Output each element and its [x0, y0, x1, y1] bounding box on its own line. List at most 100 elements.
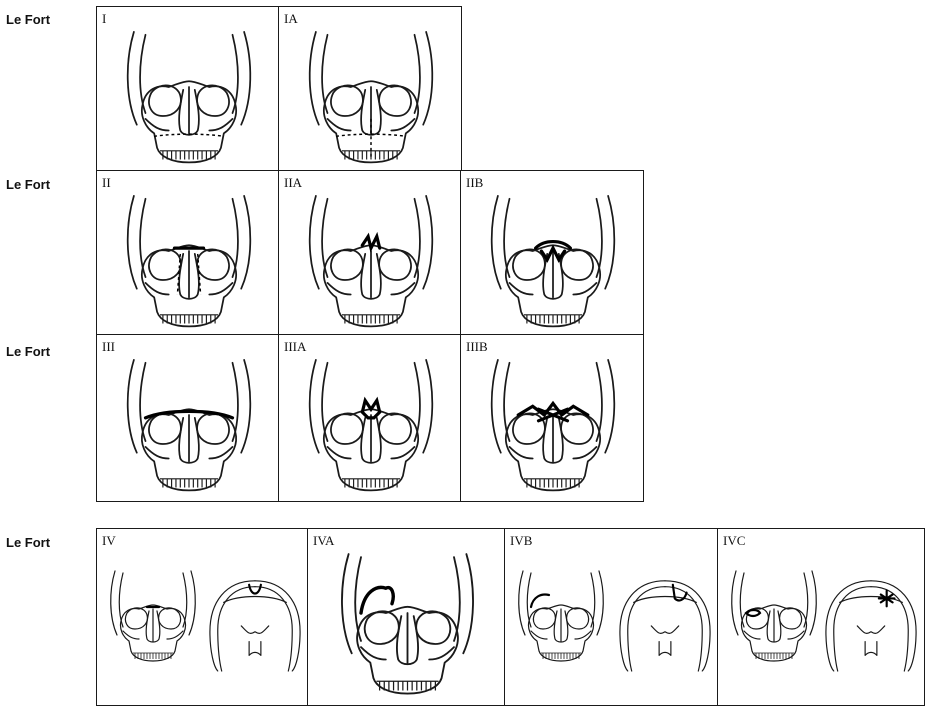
- orbit-left: [365, 611, 399, 644]
- fracture-line: [531, 595, 549, 608]
- axial-frontal-ridge: [634, 597, 697, 603]
- axial-foramen: [659, 642, 671, 656]
- orbit-left: [513, 413, 545, 444]
- panel-le-fort-iii: III: [96, 334, 280, 502]
- skull-group-front: [732, 571, 817, 661]
- mandible-ramus-left: [492, 196, 501, 289]
- panel-le-fort-iiia: IIIA: [278, 334, 462, 502]
- axial-foramen: [865, 642, 877, 656]
- axial-inner-left: [628, 587, 665, 671]
- mandible-ramus-left: [342, 554, 352, 653]
- mandible-ramus-left: [732, 571, 738, 635]
- mandible-ramus-right: [605, 360, 614, 453]
- axial-skull: [620, 581, 710, 671]
- axial-sella: [241, 626, 268, 633]
- panel-le-fort-iib: IIB: [460, 170, 644, 336]
- axial-sella: [651, 626, 678, 633]
- mandible-ramus-left: [111, 571, 117, 635]
- mandible-ramus-right: [241, 360, 250, 453]
- mandible-ramus-right: [241, 32, 250, 125]
- orbit-right: [416, 611, 450, 644]
- axial-foramen: [249, 642, 261, 656]
- orbit-left: [533, 608, 555, 629]
- frontal-skull: [128, 32, 251, 163]
- panel-le-fort-ia: IA: [278, 6, 462, 172]
- panel-le-fort-i: I: [96, 6, 280, 172]
- panel-le-fort-iia: IIA: [278, 170, 462, 336]
- skull-group-axial: [826, 581, 916, 671]
- mandible-ramus-right: [463, 554, 473, 653]
- skull-group: [310, 196, 433, 327]
- axial-skull: [826, 581, 916, 671]
- orbit-right: [379, 85, 411, 116]
- skull-diagram: [505, 529, 719, 706]
- mandible-ramus-right: [189, 571, 195, 635]
- mandible-ramus-right: [597, 571, 603, 635]
- orbit-left: [331, 249, 363, 280]
- mandible-ramus-right: [423, 196, 432, 289]
- frontal-skull: [732, 571, 817, 661]
- skull-group: [128, 360, 251, 491]
- frontal-skull: [519, 571, 604, 661]
- skull-group-axial: [620, 581, 710, 671]
- orbit-left: [513, 249, 545, 280]
- mandible-ramus-right: [423, 360, 432, 453]
- panel-le-fort-iv: IV: [96, 528, 309, 706]
- axial-sella: [857, 626, 884, 633]
- axial-inner-left: [218, 587, 255, 671]
- mandible-ramus-left: [310, 32, 319, 125]
- row-label-le-fort-2: Le Fort: [6, 177, 50, 192]
- orbit-right: [780, 608, 802, 629]
- panel-le-fort-iva: IVA: [307, 528, 506, 706]
- axial-inner-left: [834, 587, 871, 671]
- axial-frontal-ridge: [224, 597, 287, 603]
- skull-diagram: [97, 7, 280, 172]
- skull-group: [342, 554, 473, 694]
- skull-group-front: [519, 571, 604, 661]
- frontal-skull: [310, 196, 433, 327]
- frontal-skull: [128, 196, 251, 327]
- orbit-left: [331, 413, 363, 444]
- orbit-right: [561, 413, 593, 444]
- skull-diagram: [279, 335, 462, 502]
- panel-le-fort-ii: II: [96, 170, 280, 336]
- skull-diagram: [308, 529, 506, 706]
- skull-group: [310, 360, 433, 491]
- orbit-left: [149, 413, 181, 444]
- mandible-ramus-left: [310, 196, 319, 289]
- skull-diagram: [97, 171, 280, 336]
- skull-diagram: [461, 171, 644, 336]
- frontal-skull: [128, 360, 251, 491]
- orbit-left: [149, 249, 181, 280]
- row-label-le-fort-3: Le Fort: [6, 344, 50, 359]
- panel-le-fort-ivb: IVB: [504, 528, 719, 706]
- fracture-line: [249, 585, 261, 594]
- frontal-skull: [342, 554, 473, 694]
- mandible-ramus-left: [519, 571, 525, 635]
- orbit-left: [331, 85, 363, 116]
- skull-group: [492, 196, 615, 327]
- skull-diagram: [279, 171, 462, 336]
- frontal-skull: [492, 196, 615, 327]
- mandible-ramus-right: [241, 196, 250, 289]
- axial-inner-right: [255, 587, 292, 671]
- skull-group: [310, 32, 433, 163]
- skull-diagram: [279, 7, 462, 172]
- skull-group-axial: [210, 581, 300, 671]
- mandible-ramus-left: [128, 32, 137, 125]
- orbit-right: [197, 85, 229, 116]
- orbit-right: [159, 608, 181, 629]
- orbit-right: [197, 413, 229, 444]
- mandible-ramus-right: [423, 32, 432, 125]
- orbit-right: [561, 249, 593, 280]
- frontal-skull: [111, 571, 196, 661]
- skull-diagram: [97, 335, 280, 502]
- skull-group: [128, 196, 251, 327]
- skull-diagram: [97, 529, 309, 706]
- mandible-ramus-left: [128, 196, 137, 289]
- orbit-right: [379, 413, 411, 444]
- skull-group: [492, 360, 615, 491]
- row-label-le-fort-4: Le Fort: [6, 535, 50, 550]
- skull-diagram: [461, 335, 644, 502]
- mandible-ramus-right: [810, 571, 816, 635]
